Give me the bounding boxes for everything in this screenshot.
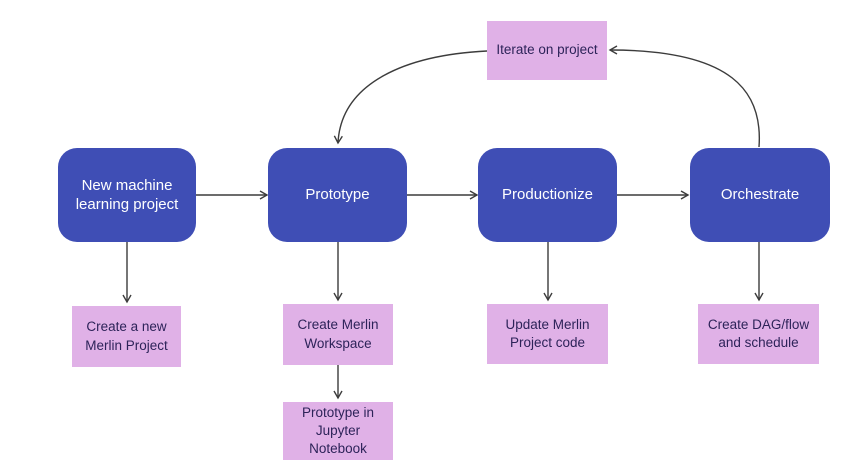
action-label: Create Merlin Workspace (297, 317, 379, 351)
action-label: Prototype in Jupyter Notebook (301, 404, 375, 457)
stage-label: Prototype (305, 186, 370, 204)
stage-label: Orchestrate (720, 186, 800, 204)
edge-stage4-iterate (610, 50, 761, 148)
stage-node-prototype: Prototype (268, 148, 407, 242)
action-node-create-merlin-project: Create a new Merlin Project (72, 306, 181, 367)
edge-iterate-stage2 (338, 50, 488, 143)
action-node-create-dag-flow-schedule: Create DAG/flow and schedule (698, 304, 819, 364)
stage-node-new-ml-project: New machine learning project (58, 148, 196, 242)
stage-node-productionize: Productionize (478, 148, 617, 242)
action-node-prototype-jupyter-notebook: Prototype in Jupyter Notebook (283, 402, 393, 460)
stage-node-orchestrate: Orchestrate (690, 148, 830, 242)
action-label: Create a new Merlin Project (85, 319, 168, 353)
action-node-create-merlin-workspace: Create Merlin Workspace (283, 304, 393, 365)
action-node-iterate-on-project: Iterate on project (487, 21, 607, 80)
action-label: Iterate on project (496, 42, 598, 58)
action-node-update-merlin-project-code: Update Merlin Project code (487, 304, 608, 364)
stage-label: Productionize (502, 186, 593, 204)
action-label: Update Merlin Project code (505, 316, 590, 350)
stage-label: New machine learning project (75, 176, 179, 214)
action-label: Create DAG/flow and schedule (707, 316, 810, 350)
